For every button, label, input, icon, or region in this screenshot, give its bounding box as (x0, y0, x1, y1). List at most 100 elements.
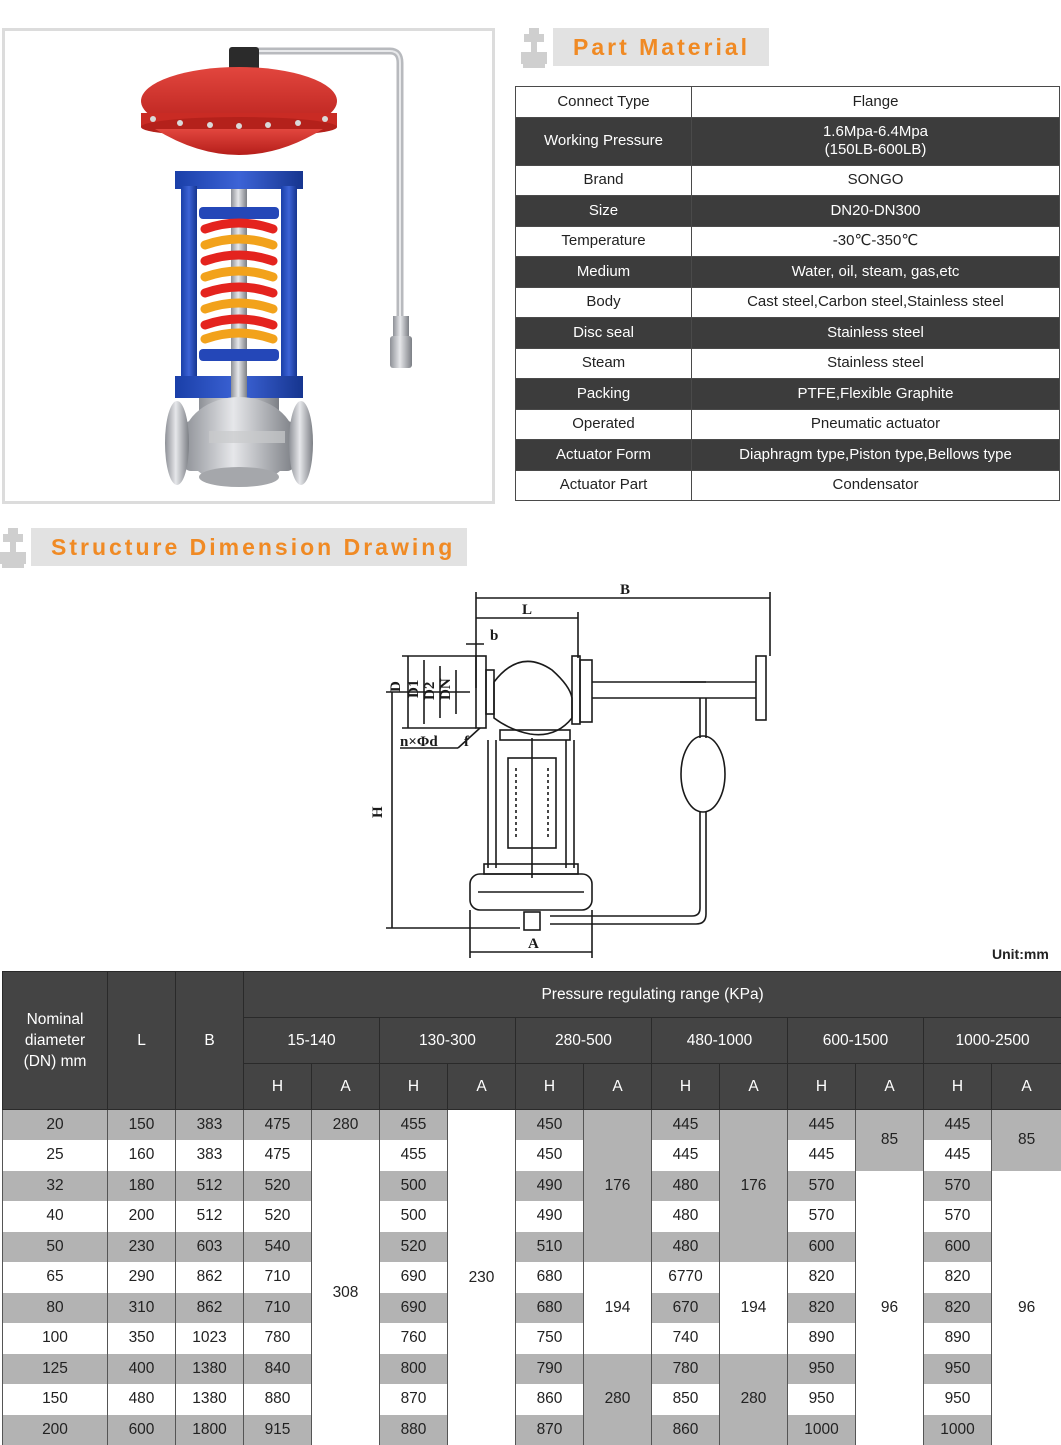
header-nominal-diameter: Nominal diameter (DN) mm (2, 971, 108, 1110)
cell-b: 1380 (175, 1353, 244, 1384)
cell-h: 690 (379, 1262, 448, 1293)
cell-h: 710 (243, 1292, 312, 1323)
cell-h: 780 (651, 1353, 720, 1384)
spec-value: Flange (691, 86, 1060, 118)
cell-h: 790 (515, 1353, 584, 1384)
spec-row: Actuator Form Diaphragm type,Piston type… (515, 439, 1060, 471)
dim-label-d1: D1 (406, 680, 422, 698)
table-row: 65 290 862 710 690 680 194 6770 194 820 … (2, 1262, 1061, 1354)
header-b: B (175, 971, 244, 1110)
spec-row: Body Cast steel,Carbon steel,Stainless s… (515, 286, 1060, 318)
cell-a: 308 (311, 1140, 380, 1445)
spec-value: Condensator (691, 469, 1060, 501)
structure-dimension-drawing: B L b D D1 D2 DN n×Φd f H A (370, 582, 771, 958)
header-row: 15-140 130-300 280-500 480-1000 600-1500… (3, 1017, 1061, 1064)
cell-h: 760 (379, 1323, 448, 1354)
cell-h: 680 (515, 1292, 584, 1323)
cell-a: 85 (990, 1109, 1061, 1171)
cell-a: 280 (719, 1353, 788, 1445)
header-l: L (107, 971, 176, 1110)
header-a: A (719, 1063, 788, 1110)
cell-h: 800 (379, 1353, 448, 1384)
header-h: H (651, 1063, 720, 1110)
spec-row: Working Pressure 1.6Mpa-6.4Mpa (150LB-60… (515, 116, 1060, 166)
product-photo (2, 28, 495, 504)
cell-h: 455 (379, 1140, 448, 1171)
cell-h: 520 (243, 1170, 312, 1201)
cell-h: 680 (515, 1262, 584, 1293)
cell-h: 480 (651, 1201, 720, 1232)
header-row: H A H A H A H A H A H A (3, 1063, 1061, 1110)
header-range: 480-1000 (651, 1017, 788, 1064)
dim-label-l: L (522, 602, 532, 618)
dim-label-b-upper: B (620, 582, 630, 598)
cell-a: 85 (855, 1109, 924, 1171)
spec-key: Medium (515, 256, 692, 288)
spec-value-cell: 1.6Mpa-6.4Mpa (150LB-600LB) (691, 116, 1060, 166)
header-a: A (447, 1063, 516, 1110)
cell-l: 180 (107, 1170, 176, 1201)
table-row: 25 160 383 475 308 455 450 445 445 445 (2, 1140, 1061, 1445)
spec-row: Temperature -30℃-350℃ (515, 225, 1060, 257)
spec-row: Brand SONGO (515, 164, 1060, 196)
cell-h: 750 (515, 1323, 584, 1354)
cell-b: 1380 (175, 1384, 244, 1415)
table-row: 125 400 1380 840 800 790 280 780 280 950… (2, 1353, 1061, 1445)
cell-h: 520 (243, 1201, 312, 1232)
header-row: Nominal diameter (DN) mm L B Pressure re… (2, 971, 1061, 1110)
spec-value: -30℃-350℃ (691, 225, 1060, 257)
cell-h: 820 (923, 1262, 992, 1293)
spec-key: Size (515, 195, 692, 227)
cell-h: 570 (787, 1201, 856, 1232)
spec-row: Connect Type Flange (515, 86, 1060, 118)
cell-dn: 80 (2, 1292, 108, 1323)
table-row: 80 310 862 710 690 680 670 820 820 (2, 1292, 1061, 1323)
spec-value: Water, oil, steam, gas,etc (691, 256, 1060, 288)
cell-h: 950 (787, 1384, 856, 1415)
cell-h: 445 (651, 1140, 720, 1171)
dim-label-f: f (464, 734, 470, 750)
cell-a: 280 (311, 1109, 380, 1140)
part-material-title: Part Material (553, 28, 769, 66)
spec-key: Actuator Part (515, 469, 692, 501)
cell-l: 310 (107, 1292, 176, 1323)
valve-icon (521, 28, 547, 68)
cell-a: 194 (583, 1262, 652, 1354)
header-a: A (990, 1063, 1061, 1110)
cell-h: 570 (787, 1170, 856, 1201)
cell-h: 1000 (787, 1414, 856, 1445)
header-pressure-range: Pressure regulating range (KPa) (242, 971, 1061, 1018)
spec-value: Pneumatic actuator (691, 408, 1060, 440)
cell-dn: 50 (2, 1231, 108, 1262)
dim-label-h: H (370, 806, 386, 818)
header-range: 15-140 (243, 1017, 380, 1064)
cell-b: 862 (175, 1262, 244, 1293)
cell-dn: 32 (2, 1170, 108, 1201)
cell-h: 850 (651, 1384, 720, 1415)
cell-h: 670 (651, 1292, 720, 1323)
spec-key: Steam (515, 347, 692, 379)
cell-h: 890 (923, 1323, 992, 1354)
cell-h: 475 (243, 1140, 312, 1171)
table-row: 40 200 512 520 500 490 480 570 570 (2, 1201, 1061, 1232)
cell-h: 860 (651, 1414, 720, 1445)
cell-h: 450 (515, 1140, 584, 1171)
cell-h: 780 (243, 1323, 312, 1354)
spec-key: Connect Type (515, 86, 692, 118)
structure-drawing-title: Structure Dimension Drawing (31, 528, 467, 566)
cell-h: 445 (787, 1140, 856, 1171)
cell-h: 490 (515, 1170, 584, 1201)
spec-row: Steam Stainless steel (515, 347, 1060, 379)
header-a: A (855, 1063, 924, 1110)
cell-h: 510 (515, 1231, 584, 1262)
cell-l: 160 (107, 1140, 176, 1171)
spec-row: Size DN20-DN300 (515, 195, 1060, 227)
cell-b: 383 (175, 1140, 244, 1171)
spec-row: Packing PTFE,Flexible Graphite (515, 378, 1060, 410)
dim-label-d2: D2 (422, 682, 438, 700)
spec-row: Operated Pneumatic actuator (515, 408, 1060, 440)
spec-value: DN20-DN300 (691, 195, 1060, 227)
cell-h: 840 (243, 1353, 312, 1384)
cell-l: 400 (107, 1353, 176, 1384)
header-h: H (787, 1063, 856, 1110)
